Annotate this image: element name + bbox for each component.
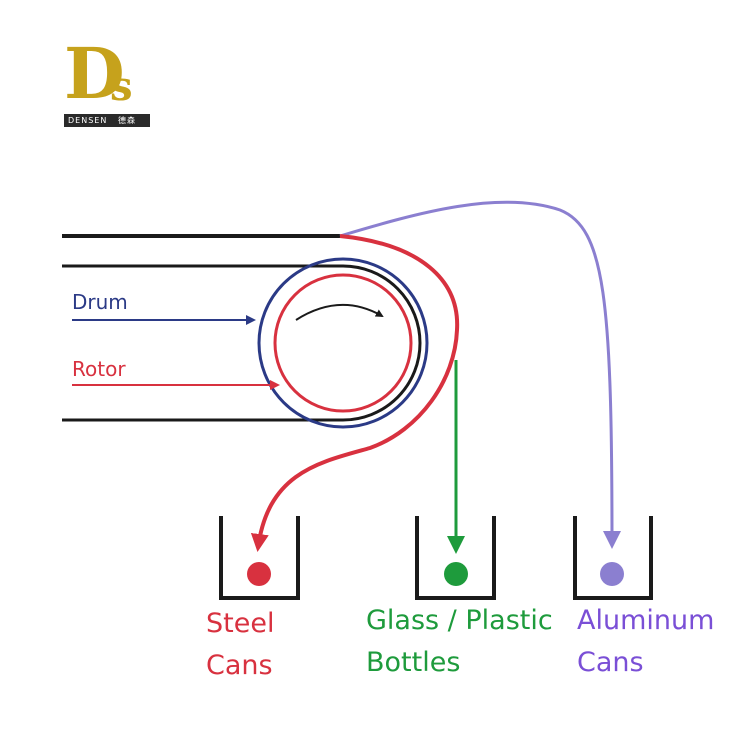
steel-cans-label: Steel Cans [206,603,274,687]
steel-cans-line2: Cans [206,650,273,681]
logo-band: DENSEN 德森 [64,114,150,127]
aluminum-path [339,200,621,549]
rotor-label: Rotor [72,357,126,381]
bin-glass [415,516,496,600]
logo-band-cn: 德森 [118,116,136,125]
belt-return [62,264,422,422]
rotation-arrow [295,304,384,321]
glass-bottles-line2: Bottles [366,647,461,678]
steel-path [250,234,460,552]
ball-steel [247,562,271,586]
glass-bottles-line1: Glass / Plastic [366,605,553,636]
bin-steel [219,516,300,600]
drum-label: Drum [72,290,128,314]
aluminum-cans-line2: Cans [577,647,644,678]
steel-cans-line1: Steel [206,608,275,639]
aluminum-cans-label: Aluminum Cans [577,600,714,684]
bin-aluminum [573,516,653,600]
logo-band-en: DENSEN [68,116,108,125]
rotor-circle [273,273,413,413]
drum-circle [257,257,429,429]
aluminum-cans-line1: Aluminum [577,605,715,636]
ball-aluminum [600,562,624,586]
ball-glass [444,562,468,586]
glass-bottles-label: Glass / Plastic Bottles [366,600,553,684]
